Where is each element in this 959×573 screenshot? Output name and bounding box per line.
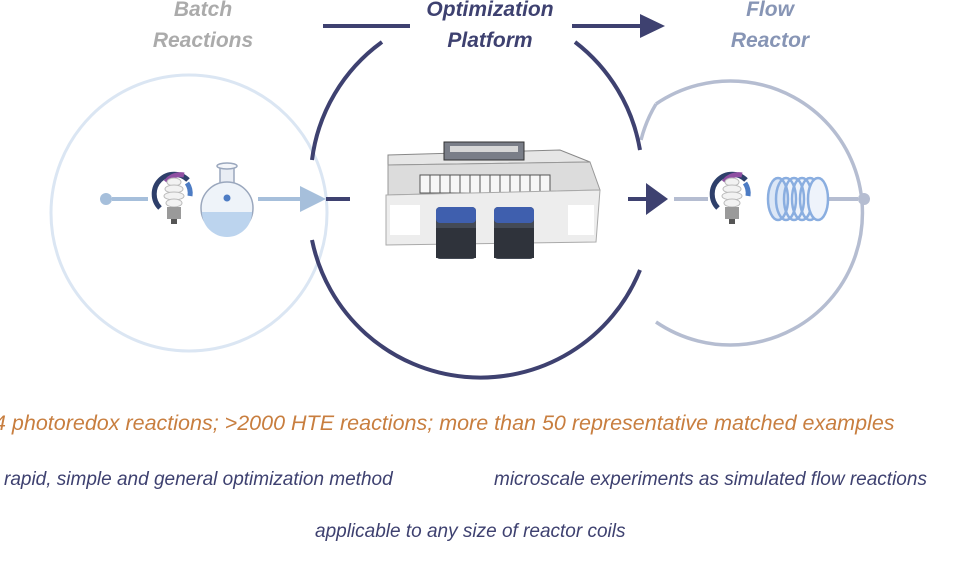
- reactor-coil-icon: [766, 176, 830, 222]
- optimization-title-line2: Platform: [447, 29, 533, 52]
- flow-title-line1: Flow: [746, 0, 794, 21]
- feature-text-1: rapid, simple and general optimization m…: [4, 469, 393, 490]
- feature-text-2: microscale experiments as simulated flow…: [494, 469, 927, 490]
- flow-end-dot: [858, 193, 870, 205]
- batch-start-dot: [100, 193, 112, 205]
- feature-text-3: applicable to any size of reactor coils: [315, 521, 626, 542]
- optimization-platform-title: Optimization Platform: [385, 0, 595, 56]
- batch-title-line2: Reactions: [152, 29, 254, 52]
- flow-title-line2: Reactor: [730, 29, 810, 52]
- flow-reactor-title: Flow Reactor: [680, 0, 860, 56]
- flow-reactor-circle: [655, 79, 865, 347]
- round-bottom-flask-icon: [200, 162, 254, 237]
- batch-title-line1: Batch: [173, 0, 233, 21]
- batch-reactions-title: Batch Reactions: [113, 0, 293, 56]
- batch-arrow-head: [300, 186, 326, 212]
- arrow-head-top-right: [640, 14, 665, 38]
- flow-reactor-circle-arc: [639, 103, 658, 141]
- light-bulb-icon: [151, 171, 193, 224]
- light-bulb-icon-flow: [709, 171, 751, 224]
- optimization-platform-circle: [310, 40, 642, 380]
- opt-arrow-head: [646, 183, 668, 215]
- summary-text: 4 photoredox reactions; >2000 HTE reacti…: [0, 411, 895, 435]
- optimization-title-line1: Optimization: [426, 0, 554, 21]
- batch-reactions-circle: [49, 73, 329, 353]
- hte-photoreactor-icon: [385, 141, 601, 259]
